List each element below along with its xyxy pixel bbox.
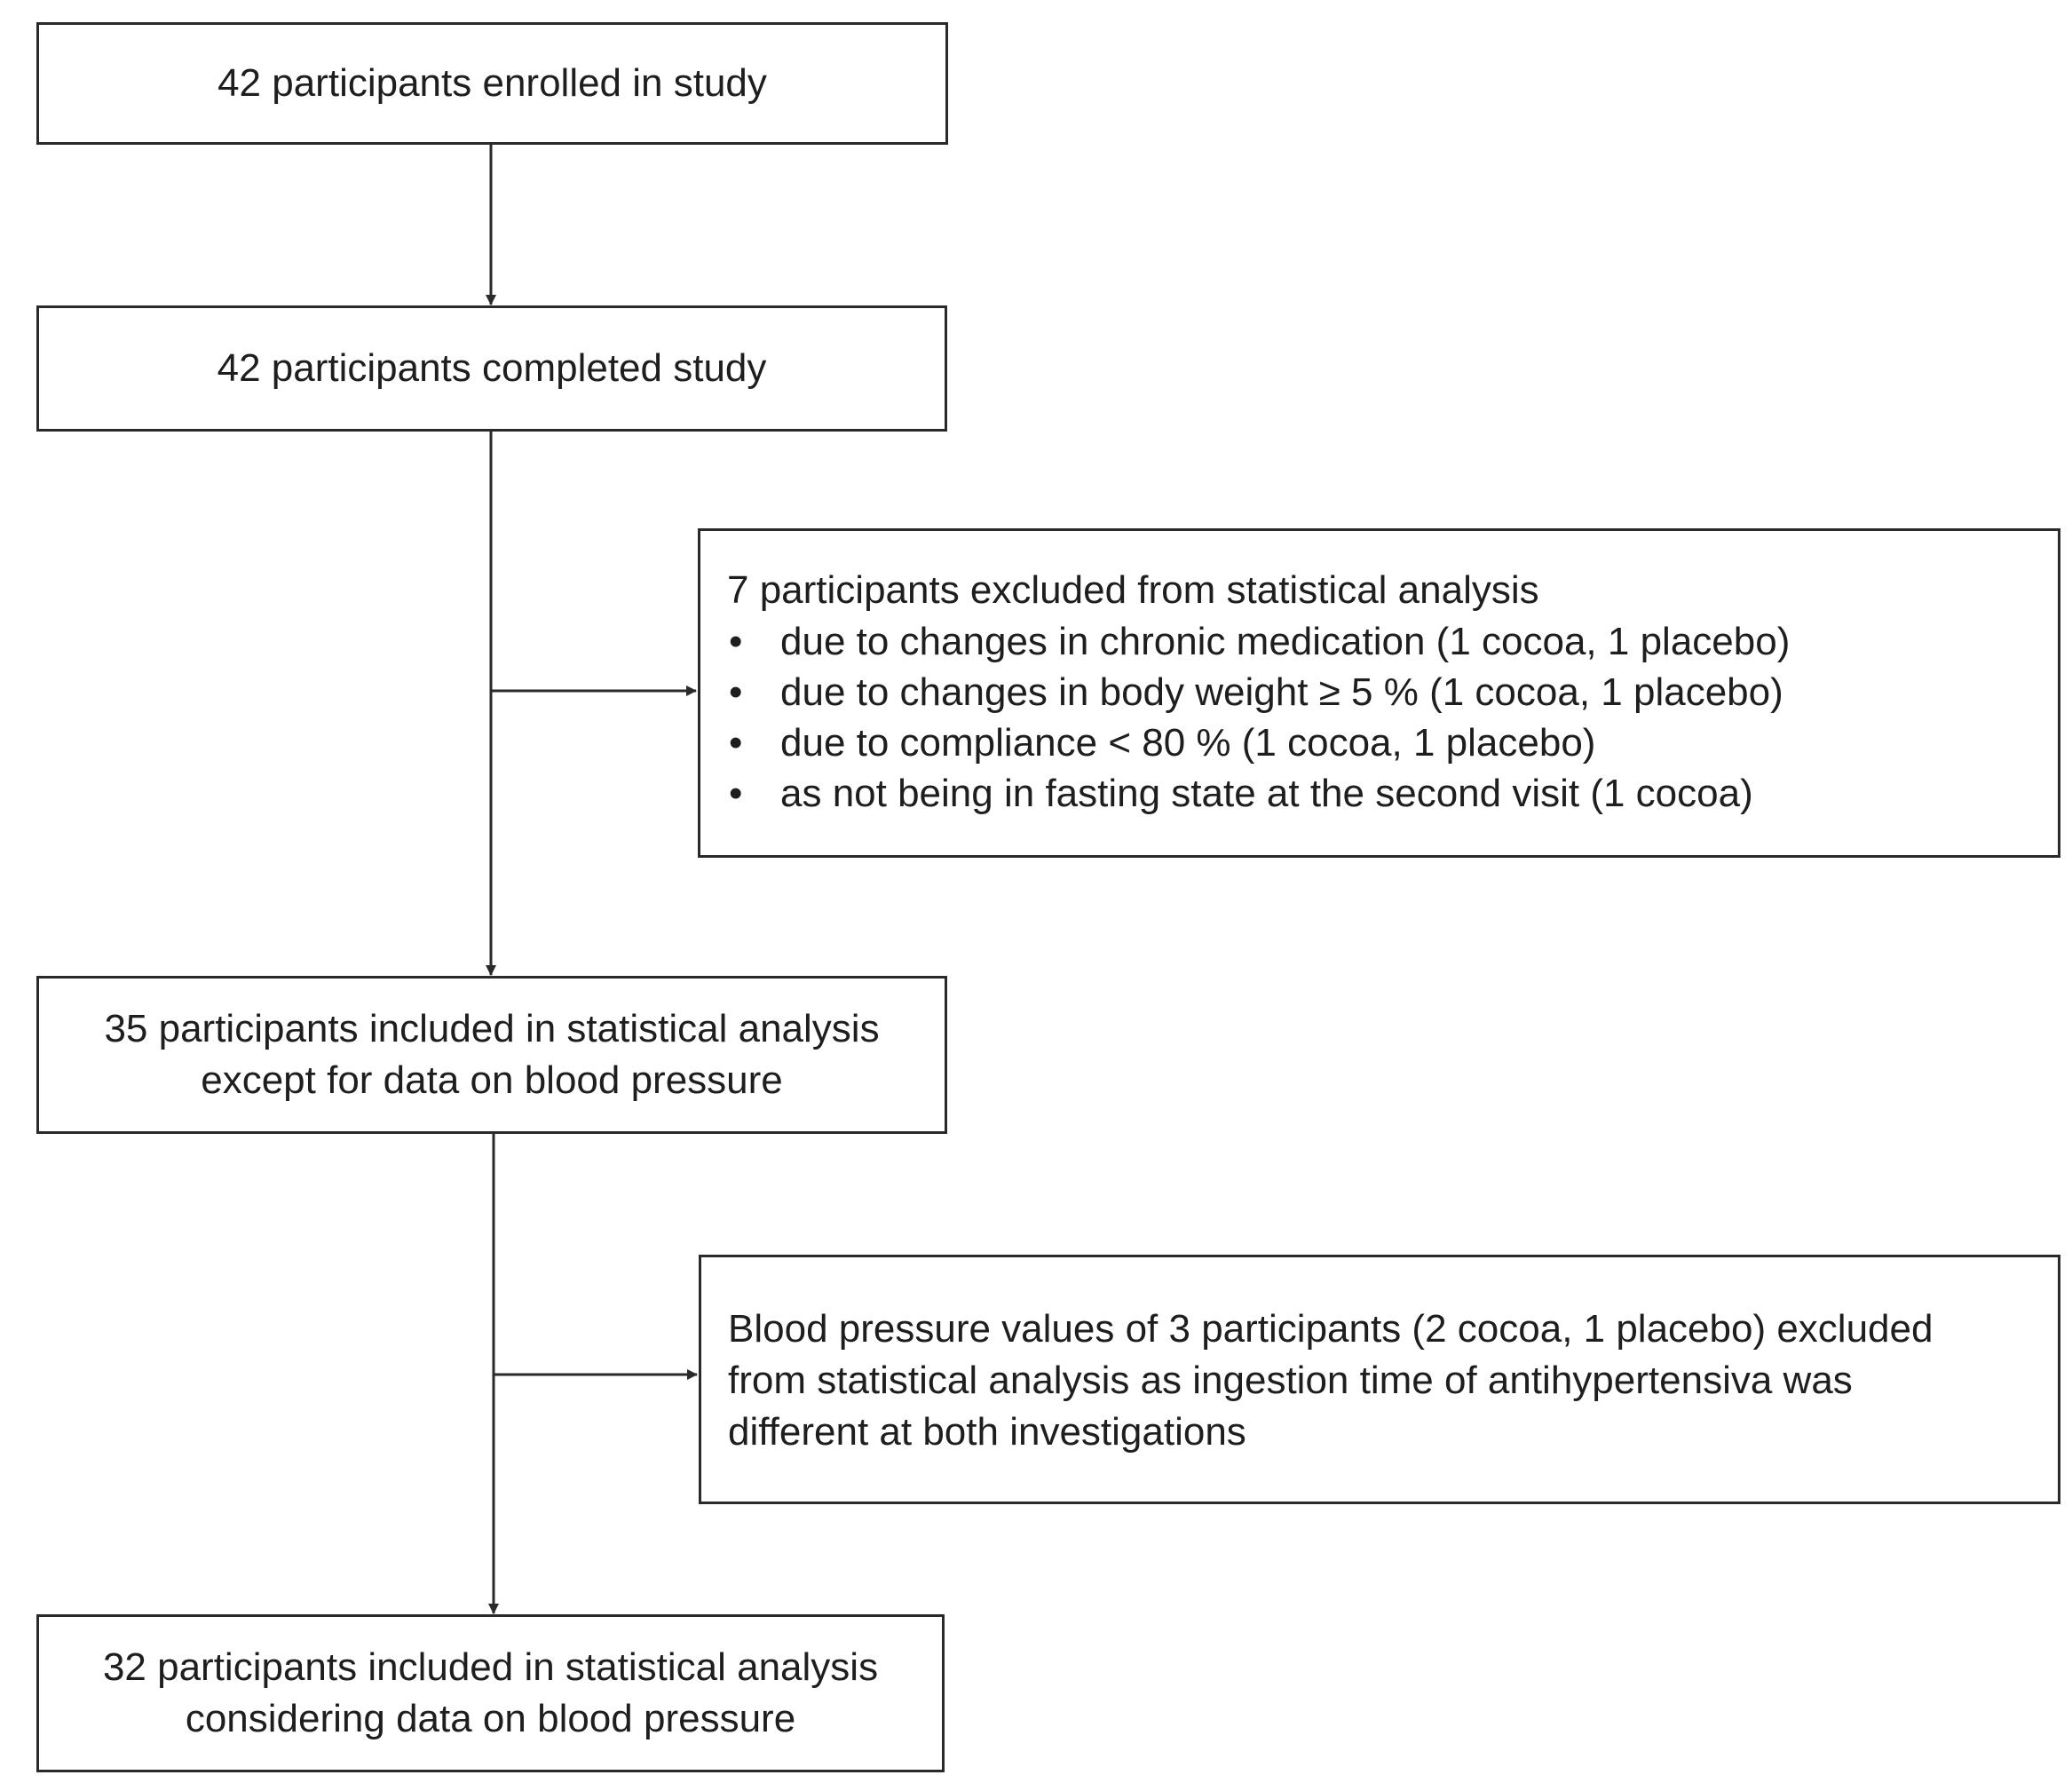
excluded-title: 7 participants excluded from statistical… <box>727 568 1539 612</box>
bp-excluded-line3: different at both investigations <box>728 1410 1246 1454</box>
box-bp-excluded: Blood pressure values of 3 participants … <box>699 1255 2060 1504</box>
enrolled-text: 42 participants enrolled in study <box>217 61 767 105</box>
exclusion-reason-text: due to changes in chronic medication (1 … <box>780 620 1791 663</box>
included-35-line2: except for data on blood pressure <box>201 1058 783 1102</box>
included-35-line1: 35 participants included in statistical … <box>104 1007 880 1050</box>
exclusion-reason-text: due to compliance < 80 % (1 cocoa, 1 pla… <box>780 721 1596 765</box>
exclusion-reasons-list: • due to changes in chronic medication (1… <box>727 616 2058 819</box>
box-excluded-participants: 7 participants excluded from statistical… <box>698 528 2060 858</box>
bullet-icon: • <box>729 670 743 714</box>
box-completed: 42 participants completed study <box>36 305 947 432</box>
included-32-line2: considering data on blood pressure <box>185 1697 796 1740</box>
exclusion-reason-item: • due to changes in chronic medication (1… <box>727 616 2058 667</box>
bullet-icon: • <box>729 721 743 765</box>
completed-text: 42 participants completed study <box>217 346 767 390</box>
bullet-icon: • <box>729 620 743 663</box>
box-included-35: 35 participants included in statistical … <box>36 976 947 1134</box>
bp-excluded-line2: from statistical analysis as ingestion t… <box>728 1359 1853 1402</box>
exclusion-reason-item: • due to compliance < 80 % (1 cocoa, 1 pl… <box>727 717 2058 768</box>
exclusion-reason-item: • as not being in fasting state at the se… <box>727 768 2058 819</box>
box-included-32: 32 participants included in statistical … <box>36 1614 945 1772</box>
bullet-icon: • <box>729 772 743 815</box>
box-enrolled: 42 participants enrolled in study <box>36 22 948 145</box>
exclusion-reason-item: • due to changes in body weight ≥ 5 % (1 … <box>727 667 2058 717</box>
bp-excluded-line1: Blood pressure values of 3 participants … <box>728 1307 1934 1351</box>
exclusion-reason-text: due to changes in body weight ≥ 5 % (1 c… <box>780 670 1783 714</box>
exclusion-reason-text: as not being in fasting state at the sec… <box>780 772 1753 815</box>
included-32-line1: 32 participants included in statistical … <box>102 1645 879 1689</box>
